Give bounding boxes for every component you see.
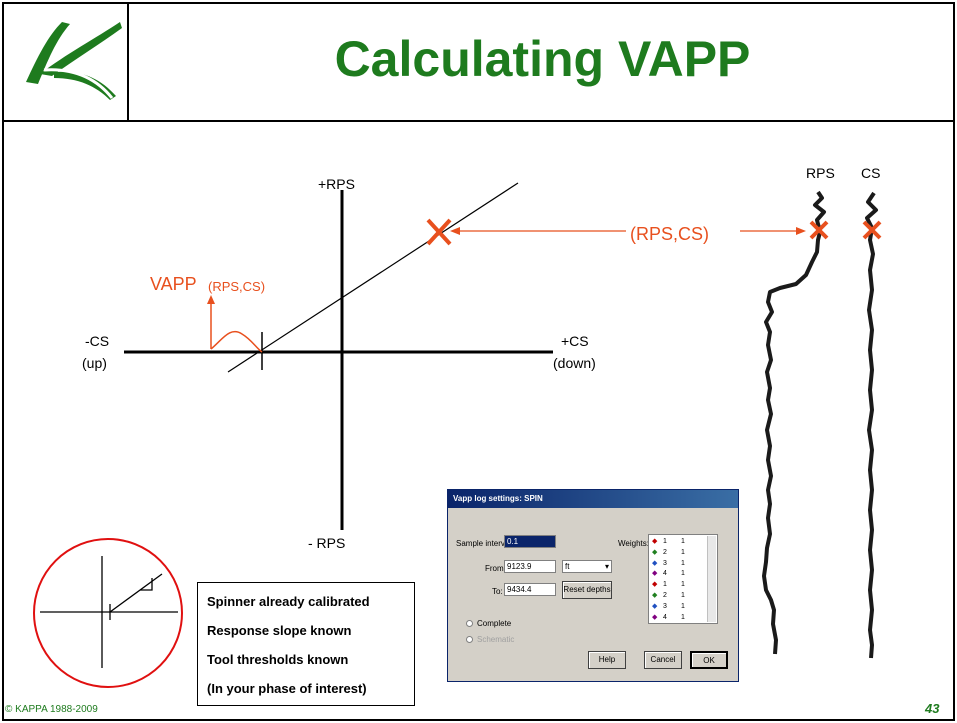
vapp-label: VAPP: [150, 274, 197, 294]
weights-row[interactable]: ◆ 1 1: [651, 580, 709, 590]
complete-radio[interactable]: [466, 620, 473, 627]
x-pos-label: +CS: [561, 333, 589, 349]
cs-track-header: CS: [861, 165, 880, 181]
pass-number: 2: [663, 548, 667, 556]
unit-select-value: ft: [565, 562, 570, 571]
inset-slope-triangle: [140, 578, 153, 591]
pass-marker-icon: ◆: [652, 548, 658, 556]
x-neg-sub: (up): [82, 355, 107, 371]
y-neg-label: - RPS: [308, 535, 345, 551]
pass-marker-icon: ◆: [652, 559, 658, 567]
x-neg-label: -CS: [85, 333, 109, 349]
from-label: From:: [485, 564, 506, 573]
pass-marker-icon: ◆: [652, 602, 658, 610]
frame-right: [953, 2, 955, 721]
point-arrowhead-left: [450, 227, 460, 235]
cs-log-curve: [865, 191, 878, 659]
rps-track-header: RPS: [806, 165, 835, 181]
reset-depths-button[interactable]: Reset depths: [562, 581, 612, 599]
rps-log-curve: [762, 190, 826, 655]
pass-number: 1: [663, 581, 667, 589]
x-pos-sub: (down): [553, 355, 596, 371]
vapp-curve: [210, 330, 263, 353]
complete-label: Complete: [477, 619, 512, 628]
response-line: [227, 182, 519, 373]
sample-interval-label: Sample interval:: [456, 539, 514, 548]
pass-number: 3: [663, 559, 667, 567]
pass-weight[interactable]: 1: [681, 570, 685, 578]
pass-weight[interactable]: 1: [681, 538, 685, 545]
pass-weight[interactable]: 1: [681, 613, 685, 621]
cs-x-marker-b: [862, 220, 882, 240]
ok-button[interactable]: OK: [690, 651, 728, 669]
inset-slope-line: [109, 573, 163, 613]
pass-marker-icon: ◆: [652, 613, 658, 621]
dialog-title: Vapp log settings: SPIN: [453, 494, 543, 503]
note-item: (In your phase of interest): [207, 681, 367, 696]
pass-weight[interactable]: 1: [681, 581, 685, 589]
pass-marker-icon: ◆: [652, 570, 658, 578]
weights-row[interactable]: ◆ 4 1: [651, 613, 709, 623]
weights-list[interactable]: ◆ 1 1 ◆ 2 1 ◆ 3 1 ◆ 4 1 ◆ 1 1 ◆ 2 1 ◆ 3 1 ◆ 4 1: [648, 534, 718, 624]
logo-divider: [127, 2, 129, 121]
pass-weight[interactable]: 1: [681, 602, 685, 610]
pass-weight[interactable]: 1: [681, 592, 685, 599]
kappa-logo: [4, 4, 128, 120]
pass-marker-icon: ◆: [652, 581, 658, 589]
weights-row[interactable]: ◆ 3 1: [651, 602, 709, 612]
pass-weight[interactable]: 1: [681, 548, 685, 556]
point-label: (RPS,CS): [630, 224, 709, 244]
weights-label: Weights:: [618, 539, 649, 548]
copyright-footer: © KAPPA 1988-2009: [5, 704, 98, 715]
vapp-arrowhead: [207, 295, 215, 304]
pass-number: 4: [663, 613, 667, 621]
weights-row[interactable]: ◆ 2 1: [651, 548, 709, 558]
schematic-label: Schematic: [477, 635, 515, 644]
weights-row[interactable]: ◆ 1 1: [651, 537, 709, 547]
pass-weight[interactable]: 1: [681, 559, 685, 567]
pass-marker-icon: ◆: [652, 592, 658, 599]
header-divider: [2, 120, 955, 122]
dialog-titlebar: Vapp log settings: SPIN: [448, 490, 738, 508]
pass-number: 4: [663, 570, 667, 578]
page-number: 43: [925, 701, 940, 716]
note-item: Response slope known: [207, 623, 352, 638]
frame-top: [2, 2, 955, 4]
to-input[interactable]: 9434.4: [504, 583, 556, 596]
point-arrowhead-right: [796, 227, 806, 235]
weights-row[interactable]: ◆ 2 1: [651, 591, 709, 601]
weights-row[interactable]: ◆ 3 1: [651, 559, 709, 569]
unit-select[interactable]: ft ▾: [562, 560, 612, 573]
from-input[interactable]: 9123.9: [504, 560, 556, 573]
frame-bottom: [2, 719, 955, 721]
pass-marker-icon: ◆: [652, 538, 658, 545]
weights-row[interactable]: ◆ 4 1: [651, 569, 709, 579]
page-title: Calculating VAPP: [334, 31, 751, 87]
pass-number: 1: [663, 538, 667, 545]
help-button[interactable]: Help: [588, 651, 626, 669]
cancel-button[interactable]: Cancel: [644, 651, 682, 669]
pass-number: 3: [663, 602, 667, 610]
pass-number: 2: [663, 592, 667, 599]
inset-circle: [33, 538, 183, 688]
sample-interval-input[interactable]: 0.1: [504, 535, 556, 548]
to-label: To:: [492, 587, 503, 596]
rps-x-marker-b: [809, 220, 829, 240]
weights-scrollbar[interactable]: [707, 536, 716, 622]
vapp-settings-dialog: Vapp log settings: SPIN Sample interval:…: [447, 489, 739, 682]
frame-left: [2, 2, 4, 721]
assumptions-box: Spinner already calibrated Response slop…: [197, 582, 415, 706]
y-pos-label: +RPS: [318, 176, 355, 192]
note-item: Spinner already calibrated: [207, 594, 370, 609]
chevron-down-icon: ▾: [604, 562, 609, 571]
schematic-radio[interactable]: [466, 636, 473, 643]
point-x-marker-b: [426, 218, 452, 246]
note-item: Tool thresholds known: [207, 652, 349, 667]
vapp-sub: (RPS,CS): [208, 279, 265, 294]
